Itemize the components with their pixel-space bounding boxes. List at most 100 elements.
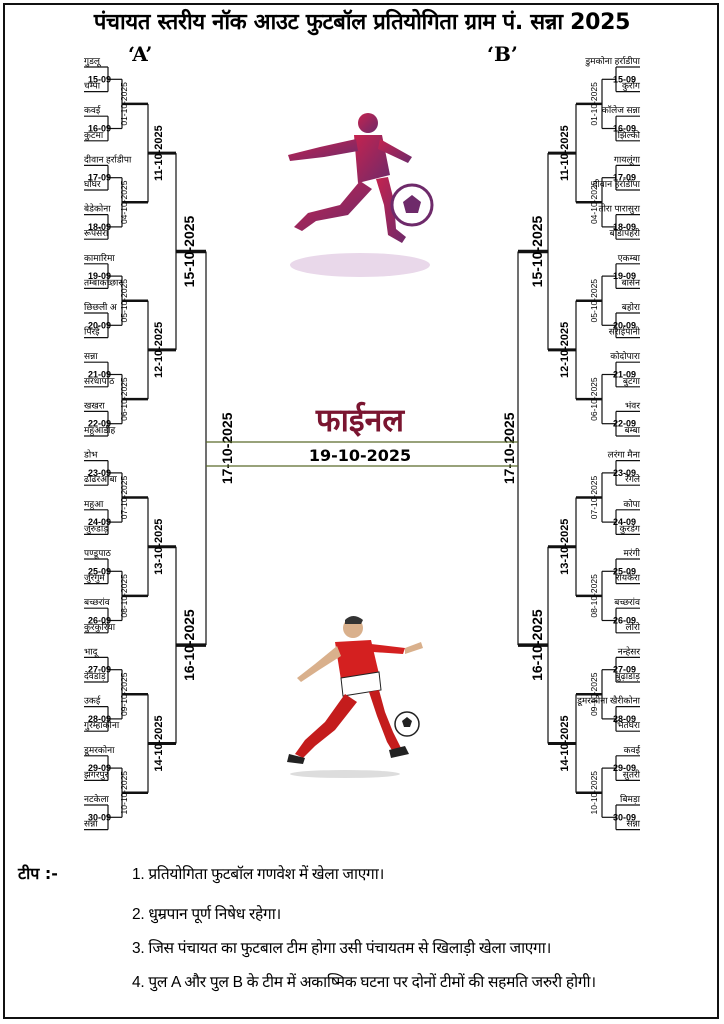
- team-name: लरंगा मैना: [608, 449, 641, 460]
- match-date: 17-09: [613, 173, 636, 183]
- round-date: 15-10-2025: [181, 215, 197, 287]
- match-date: 23-09: [613, 468, 636, 478]
- notes-title: टीप :-: [18, 864, 58, 883]
- team-name: उकई: [84, 695, 101, 706]
- round-date: 04-10-2025: [119, 180, 129, 224]
- pool-b-label: ‘B’: [487, 42, 518, 66]
- round-date: 07-10-2025: [589, 475, 599, 519]
- match-date: 28-09: [88, 714, 111, 724]
- match-date: 23-09: [88, 468, 111, 478]
- round-date: 04-10-2025: [589, 180, 599, 224]
- round-date: 10-10-2025: [119, 771, 129, 815]
- match-date: 29-09: [613, 763, 636, 773]
- team-name: कवई: [84, 104, 101, 115]
- note-item: 2. धुम्रपान पूर्ण निषेध रहेगा।: [132, 906, 281, 923]
- team-name: सरधापाठ: [84, 376, 115, 386]
- team-name: बच्छरांव: [84, 597, 111, 607]
- round-date: 09-10-2025: [119, 672, 129, 716]
- team-name: बिमड़ा: [620, 793, 641, 804]
- match-date: 22-09: [613, 419, 636, 429]
- match-date: 30-09: [613, 812, 636, 822]
- match-date: 18-09: [613, 222, 636, 232]
- team-name: कोदोपारा: [610, 350, 640, 361]
- match-date: 26-09: [613, 616, 636, 626]
- team-name: जुरुडांड़: [84, 523, 108, 534]
- round-date: 01-10-2025: [119, 82, 129, 126]
- match-date: 27-09: [88, 665, 111, 675]
- match-date: 21-09: [88, 370, 111, 380]
- team-name: लोरो: [626, 621, 641, 632]
- match-date: 24-09: [88, 517, 111, 527]
- team-name: सुतरी: [623, 768, 641, 780]
- round-date: 12-10-2025: [153, 322, 165, 378]
- team-name: बच्छरांव: [614, 597, 641, 607]
- team-name: सन्ना: [84, 819, 98, 829]
- round-date: 09-10-2025: [589, 672, 599, 716]
- team-name: महुआ: [84, 499, 104, 510]
- page-border: [3, 3, 719, 1019]
- team-name: कामारिमा: [84, 252, 115, 263]
- team-name: नटकेला: [84, 793, 110, 804]
- semi-date: 17-10-2025: [219, 412, 235, 484]
- match-date: 29-09: [88, 763, 111, 773]
- round-date: 05-10-2025: [119, 279, 129, 323]
- semi-date: 17-10-2025: [501, 412, 517, 484]
- team-name: सन्ना: [84, 351, 98, 361]
- team-name: बोडापहरी: [609, 227, 640, 238]
- round-date: 06-10-2025: [119, 377, 129, 421]
- note-item: 1. प्रतियोगिता फुटबॉल गणवेश में खेला जाए…: [132, 866, 385, 883]
- team-name: बम्बा: [624, 425, 640, 435]
- team-name: रूपसेरा: [84, 227, 109, 238]
- final-date: 19-10-2025: [308, 446, 412, 465]
- round-date: 06-10-2025: [589, 377, 599, 421]
- team-name: कवई: [624, 744, 641, 755]
- note-item: 3. जिस पंचायत का फुटबाल टीम होगा उसी पंच…: [132, 940, 552, 957]
- team-name: झिल्की: [618, 129, 641, 140]
- note-item: 4. पुल A और पुल B के टीम में अकाष्मिक घट…: [132, 974, 596, 991]
- team-name: जुरगुम: [84, 573, 105, 584]
- team-name: गायलूंगा: [614, 154, 641, 165]
- page-title: पंचायत स्तरीय नॉक आउट फुटबॉल प्रतियोगिता…: [93, 10, 631, 35]
- match-date: 22-09: [88, 419, 111, 429]
- team-name: एकम्बा: [618, 253, 641, 263]
- match-date: 25-09: [88, 566, 111, 576]
- team-name: गुरम्हाकोना: [84, 719, 120, 731]
- team-name: डूमरकोना खैरीकोना: [576, 695, 641, 707]
- team-name: चम्पा: [84, 81, 101, 91]
- team-name: बेडेकोना: [84, 203, 111, 214]
- pool-a-label: ‘A’: [128, 42, 153, 66]
- round-date: 14-10-2025: [559, 715, 571, 771]
- round-date: 13-10-2025: [559, 519, 571, 575]
- team-name: नन्हेसर: [618, 645, 641, 656]
- match-date: 15-09: [613, 74, 636, 84]
- team-name: दीवान हर्राडीपा: [84, 153, 132, 164]
- round-date: 08-10-2025: [119, 574, 129, 618]
- team-name: भंवर: [625, 400, 640, 410]
- team-name: डूमरकोना: [83, 744, 115, 756]
- team-name: सराईपानी: [609, 326, 641, 337]
- match-date: 16-09: [613, 124, 636, 134]
- round-date: 05-10-2025: [589, 279, 599, 323]
- round-date: 07-10-2025: [119, 475, 129, 519]
- match-date: 25-09: [613, 566, 636, 576]
- team-name: तम्बाकच्छार: [84, 277, 122, 287]
- team-name: सन्ना: [626, 819, 640, 829]
- team-name: कुरडेग: [619, 522, 640, 534]
- team-name: मरंगी: [624, 547, 641, 558]
- team-name: कुरोंग: [622, 80, 641, 92]
- team-name: भादू: [84, 646, 100, 657]
- team-name: डुमकोना हर्राडीपा: [584, 55, 640, 67]
- match-date: 26-09: [88, 616, 111, 626]
- round-date: 11-10-2025: [559, 125, 571, 181]
- match-date: 19-09: [613, 271, 636, 281]
- team-name: कुटमा: [84, 130, 104, 141]
- team-name: बासेन: [621, 276, 641, 287]
- team-name: खखरा: [84, 400, 105, 410]
- football-player-icon: [288, 113, 434, 277]
- match-date: 19-09: [88, 271, 111, 281]
- team-name: कॉलेज सन्ना: [602, 104, 641, 115]
- match-date: 17-09: [88, 173, 111, 183]
- round-date: 08-10-2025: [589, 574, 599, 618]
- round-date: 12-10-2025: [559, 322, 571, 378]
